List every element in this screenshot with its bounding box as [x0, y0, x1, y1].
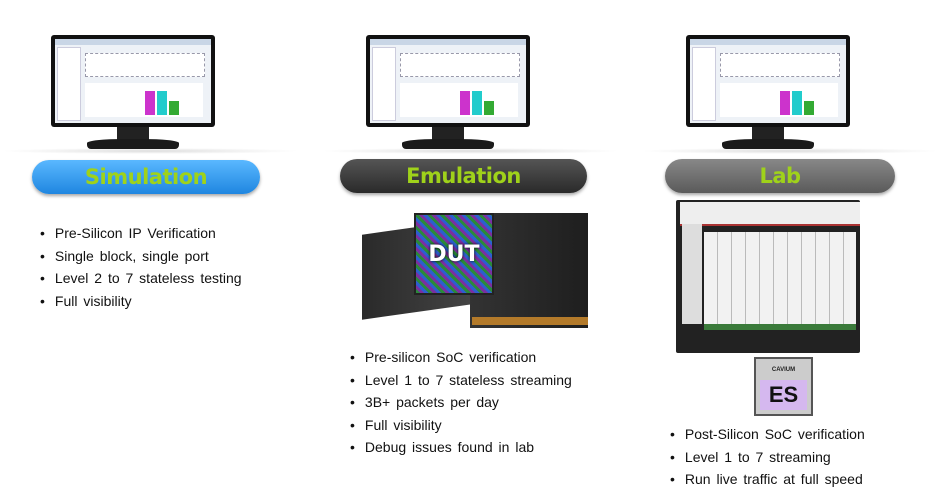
lab-bullets: Post-Silicon SoC verification Level 1 to…	[670, 423, 865, 491]
list-item: Post-Silicon SoC verification	[670, 423, 865, 446]
emulation-bullets: Pre-silicon SoC verification Level 1 to …	[350, 346, 572, 459]
list-item: Level 1 to 7 streaming	[670, 446, 865, 469]
lab-title: Lab	[665, 159, 895, 193]
list-item: Pre-Silicon IP Verification	[40, 222, 242, 245]
dut-chip: DUT	[414, 213, 494, 295]
list-item: Single block, single port	[40, 245, 242, 268]
es-label: ES	[760, 380, 807, 410]
monitor-emulation	[366, 35, 530, 153]
list-item: Full visibility	[350, 414, 572, 437]
monitor-lab	[686, 35, 850, 153]
cavium-logo: CAVIUM	[771, 367, 796, 373]
list-item: Run live traffic at full speed	[670, 468, 865, 491]
list-item: Pre-silicon SoC verification	[350, 346, 572, 369]
simulation-bullets: Pre-Silicon IP Verification Single block…	[40, 222, 242, 312]
dut-label: DUT	[428, 241, 480, 267]
emulator-hardware: DUT	[362, 205, 588, 335]
list-item: 3B+ packets per day	[350, 391, 572, 414]
list-item: Full visibility	[40, 290, 242, 313]
monitor-simulation	[51, 35, 215, 153]
emulation-title: Emulation	[340, 159, 587, 193]
list-item: Level 2 to 7 stateless testing	[40, 267, 242, 290]
list-item: Level 1 to 7 stateless streaming	[350, 369, 572, 392]
list-item: Debug issues found in lab	[350, 436, 572, 459]
es-chip: CAVIUM ES	[754, 357, 813, 416]
simulation-title: Simulation	[32, 160, 260, 194]
lab-chassis	[676, 200, 860, 353]
